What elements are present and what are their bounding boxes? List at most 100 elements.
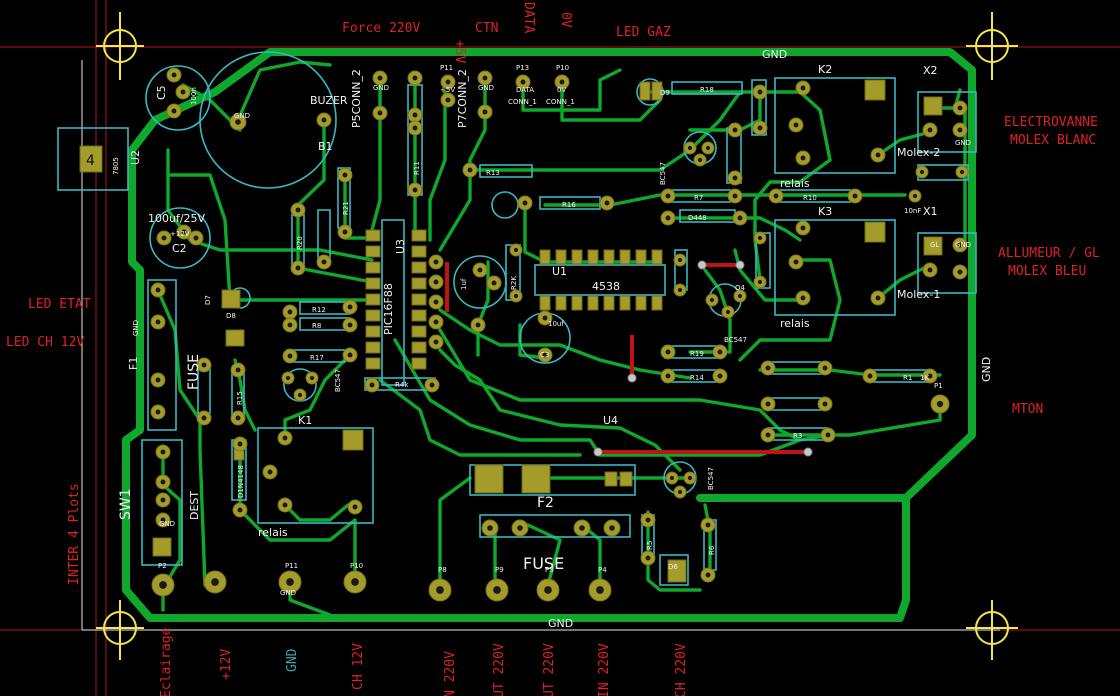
pad-drill-hole <box>493 586 501 594</box>
gnd-net-bottom: GND <box>548 617 573 630</box>
pad-drill-hole <box>513 247 519 253</box>
pad-drill-hole <box>765 432 771 438</box>
pad-drill-hole <box>522 200 528 206</box>
f1-label: F1 <box>127 357 140 370</box>
x1-label: X1 <box>923 205 938 218</box>
label-led-gaz: LED GAZ <box>616 25 671 40</box>
pad-drill-hole <box>282 502 288 508</box>
label-mton: MTON <box>1012 402 1043 417</box>
r2k-label: R2K <box>510 276 518 290</box>
pad-drill-hole <box>687 475 693 481</box>
c2-label: C2 <box>172 242 187 255</box>
p11-plus5-label: +5V <box>440 86 455 94</box>
pad-drill-hole <box>717 349 723 355</box>
pad-drill-hole <box>732 193 738 199</box>
r21-label: R21 <box>342 201 350 215</box>
label-0v: 0V <box>558 12 573 28</box>
regulator-label: 7805 <box>112 157 120 175</box>
label-led-etat: LED ETAT <box>28 297 91 312</box>
pad-drill-hole <box>155 377 161 383</box>
p5-gnd-label: GND <box>373 84 389 92</box>
pad-drill-hole <box>295 207 301 213</box>
pad-drill-hole <box>159 581 167 589</box>
pad-drill-hole <box>927 267 933 273</box>
pad-drill-hole <box>235 415 241 421</box>
pad-drill-hole <box>352 504 358 510</box>
r11-label: R11 <box>413 161 421 175</box>
pad-drill-hole <box>705 572 711 578</box>
pad-drill-hole <box>717 373 723 379</box>
f1-gnd-label: GND <box>132 320 140 336</box>
pad-drill-hole <box>609 525 615 531</box>
pad-drill-hole <box>822 401 828 407</box>
u2-label: U2 <box>129 150 142 165</box>
pad-drill-hole <box>665 215 671 221</box>
pad-drill-hole <box>309 375 315 381</box>
p7-gnd-label: GND <box>478 84 494 92</box>
external-labels: Force 220V +5V CTN DATA 0V LED GAZ ELECT… <box>6 2 1100 696</box>
gnd-net-top: GND <box>762 48 787 61</box>
pad-drill-hole <box>235 119 241 125</box>
signal-traces <box>158 60 967 617</box>
pad-drill-hole <box>433 299 439 305</box>
pad-drill-hole <box>825 432 831 438</box>
k3-label: K3 <box>818 205 832 218</box>
label-in-220v: IN 220V <box>597 643 612 696</box>
p10-zero-label: 0V <box>557 86 566 94</box>
fuse-label-left: FUSE <box>186 354 202 390</box>
pad-drill-hole <box>369 382 375 388</box>
pad-drill-hole <box>867 373 873 379</box>
conn-label-p13: CONN_1 <box>508 98 537 106</box>
pad-drill-hole <box>467 167 473 173</box>
pad-drill-hole <box>433 339 439 345</box>
pad-drill-hole <box>959 169 965 175</box>
r16-label: R16 <box>562 201 576 209</box>
sw1-label: SW1 <box>118 488 134 520</box>
c1-value: 1uf <box>460 278 468 290</box>
pad-drill-hole <box>687 145 693 151</box>
pad-drill-hole <box>160 479 166 485</box>
pad-drill-hole <box>757 89 763 95</box>
pad-drill-hole <box>287 322 293 328</box>
pad-drill-hole <box>267 469 273 475</box>
pad-drill-hole <box>351 578 359 586</box>
pad-drill-hole <box>321 259 327 265</box>
label-inter-4-plots: INTER 4 Plots <box>67 483 82 585</box>
mounting-hole-bottom-left <box>96 600 144 660</box>
pad-drill-hole <box>927 127 933 133</box>
r18-label: R18 <box>700 86 714 94</box>
pad-drill-hole <box>491 280 497 286</box>
pad-drill-hole <box>347 322 353 328</box>
pad-drill-hole <box>297 392 303 398</box>
pad-drill-hole <box>927 373 933 379</box>
p11b-label: P11 <box>285 562 298 570</box>
pad-drill-hole <box>542 352 548 358</box>
r15-label: R15 <box>236 391 244 405</box>
pad-drill-hole <box>912 193 918 199</box>
pad-drill-hole <box>705 522 711 528</box>
pad-drill-hole <box>765 365 771 371</box>
pad-drill-hole <box>482 75 488 81</box>
buzer-gnd-label: GND <box>234 112 250 120</box>
pad-drill-hole <box>445 79 451 85</box>
p13-label: P13 <box>516 64 529 72</box>
p7-label: P7CONN_2 <box>456 69 469 128</box>
label-led-ch-12v: LED CH 12V <box>6 335 84 350</box>
u2-tab-label: 4 <box>86 153 95 169</box>
d6-label: D6 <box>668 563 678 571</box>
pad-drill-hole <box>160 497 166 503</box>
pad-drill-hole <box>475 322 481 328</box>
pad-drill-hole <box>286 578 294 586</box>
k2-label: K2 <box>818 63 832 76</box>
pad-drill-hole <box>765 401 771 407</box>
pad-drill-hole <box>436 586 444 594</box>
pad-drill-hole <box>193 235 199 241</box>
pad-drill-hole <box>160 517 166 523</box>
r13-label: R13 <box>486 169 500 177</box>
c3-value: 10uf <box>548 320 564 328</box>
d9-label: D9 <box>660 89 670 97</box>
pad-drill-hole <box>957 105 963 111</box>
label-n-220v: N 220V <box>443 651 458 696</box>
pad-drill-hole <box>705 145 711 151</box>
pad-drill-hole <box>957 242 963 248</box>
